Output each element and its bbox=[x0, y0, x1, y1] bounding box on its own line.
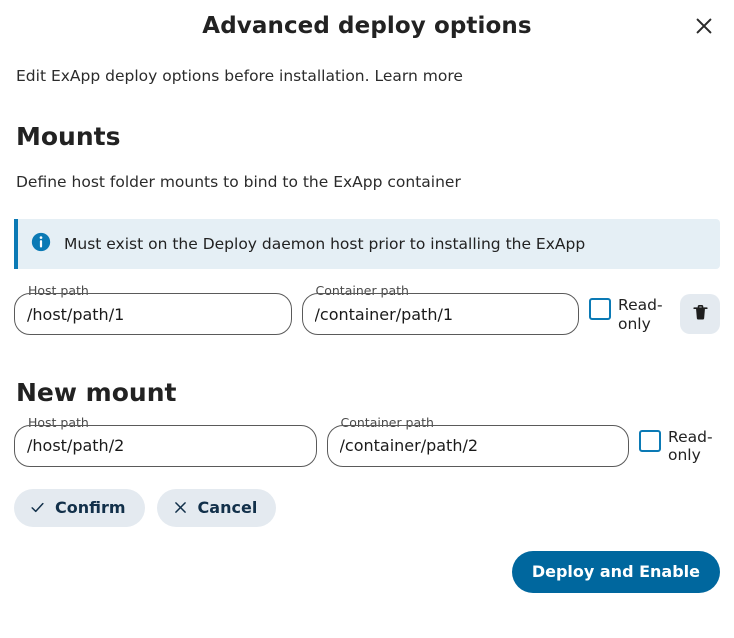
close-icon bbox=[693, 15, 715, 37]
dialog-title: Advanced deploy options bbox=[202, 15, 531, 38]
new-readonly-checkbox[interactable] bbox=[639, 430, 661, 452]
new-mount-heading: New mount bbox=[16, 379, 720, 407]
close-icon bbox=[172, 499, 189, 516]
new-mount-row: Host path Container path Read-only bbox=[14, 425, 720, 467]
deploy-and-enable-button[interactable]: Deploy and Enable bbox=[512, 551, 720, 593]
mounts-info-banner: Must exist on the Deploy daemon host pri… bbox=[14, 219, 720, 269]
new-container-path-input[interactable] bbox=[340, 436, 617, 455]
new-host-path-field: Host path bbox=[14, 425, 317, 467]
container-path-box bbox=[302, 293, 580, 335]
mounts-description: Define host folder mounts to bind to the… bbox=[16, 172, 720, 193]
check-icon bbox=[29, 499, 46, 516]
dialog-intro-text: Edit ExApp deploy options before install… bbox=[16, 66, 720, 87]
readonly-group: Read-only bbox=[589, 293, 670, 333]
host-path-input[interactable] bbox=[27, 305, 279, 324]
mounts-heading: Mounts bbox=[16, 123, 720, 151]
delete-mount-button[interactable] bbox=[680, 294, 720, 334]
confirm-button[interactable]: Confirm bbox=[14, 489, 145, 527]
new-readonly-group: Read-only bbox=[639, 425, 720, 465]
info-icon bbox=[30, 231, 52, 257]
host-path-field: Host path bbox=[14, 293, 292, 335]
readonly-label: Read-only bbox=[618, 296, 670, 333]
new-container-path-box bbox=[327, 425, 630, 467]
deploy-and-enable-label: Deploy and Enable bbox=[532, 562, 700, 581]
dialog-body: Edit ExApp deploy options before install… bbox=[0, 66, 734, 527]
close-dialog-button[interactable] bbox=[686, 8, 722, 44]
cancel-button[interactable]: Cancel bbox=[157, 489, 277, 527]
container-path-input[interactable] bbox=[315, 305, 567, 324]
trash-icon bbox=[691, 303, 710, 325]
mounts-info-text: Must exist on the Deploy daemon host pri… bbox=[64, 234, 585, 254]
readonly-checkbox[interactable] bbox=[589, 298, 611, 320]
cancel-button-label: Cancel bbox=[198, 498, 258, 517]
dialog-footer: Deploy and Enable bbox=[0, 551, 734, 593]
host-path-box bbox=[14, 293, 292, 335]
new-host-path-input[interactable] bbox=[27, 436, 304, 455]
container-path-field: Container path bbox=[302, 293, 580, 335]
new-readonly-label: Read-only bbox=[668, 428, 720, 465]
new-container-path-field: Container path bbox=[327, 425, 630, 467]
mount-row: Host path Container path Read-only bbox=[14, 293, 720, 335]
new-mount-actions: Confirm Cancel bbox=[14, 489, 720, 527]
dialog-header: Advanced deploy options bbox=[0, 0, 734, 52]
new-host-path-box bbox=[14, 425, 317, 467]
confirm-button-label: Confirm bbox=[55, 498, 126, 517]
